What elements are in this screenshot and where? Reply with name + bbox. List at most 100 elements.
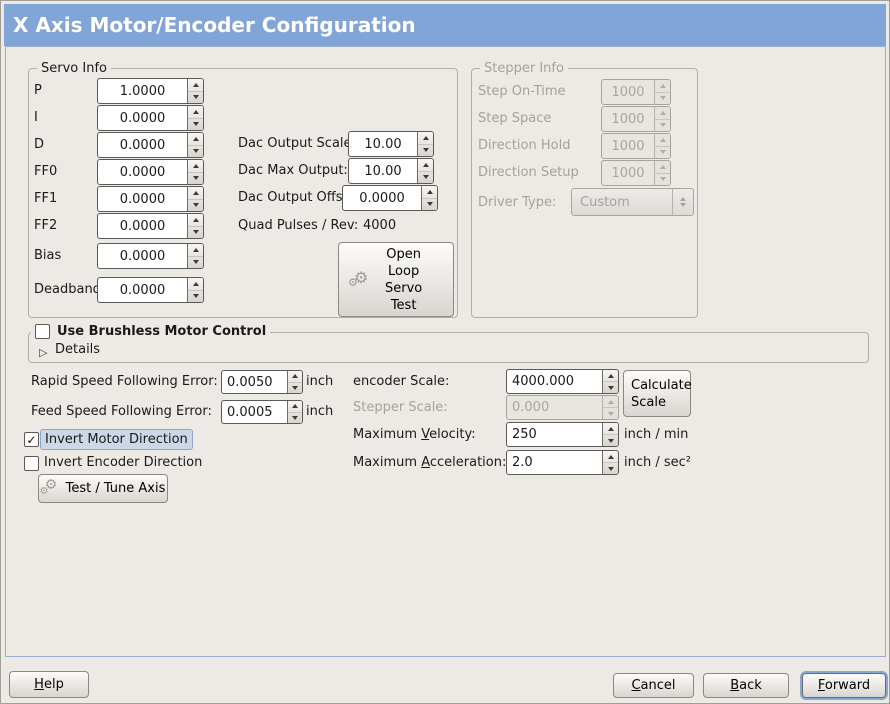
spin-down-icon (426, 202, 433, 207)
spin-up-icon (192, 190, 199, 195)
driver-type-value: Custom (580, 194, 630, 210)
dac-max-output-spinbox[interactable]: 10.00 (348, 158, 434, 184)
dac-output-scale-spinner[interactable] (417, 132, 433, 156)
invert-encoder-direction-checkbox[interactable] (24, 456, 39, 471)
bias-spinner[interactable] (187, 244, 203, 268)
spin-up-icon (422, 162, 429, 167)
driver-type-combobox: Custom (571, 188, 694, 216)
p-label: P (34, 83, 42, 98)
spin-down-icon (292, 385, 298, 390)
bias-value: 0.0000 (119, 248, 166, 264)
rapid-following-error-label: Rapid Speed Following Error: (31, 374, 218, 389)
step-on-time-spinbox: 1000 (601, 79, 671, 105)
dac-output-offset-value: 0.0000 (359, 190, 405, 206)
direction-hold-label: Direction Hold (478, 138, 571, 153)
spin-down-icon (192, 203, 199, 208)
spin-down-icon (607, 438, 614, 443)
back-button[interactable]: Back (703, 673, 789, 698)
content-panel: Servo Info P 1.0000 I 0.0000 D 0.0000 FF… (5, 46, 886, 657)
i-label: I (34, 110, 38, 125)
dac-output-offset-spinner[interactable] (421, 186, 437, 210)
maximum-acceleration-spinbox[interactable]: 2.0 (506, 450, 619, 475)
encoder-scale-value: 4000.000 (512, 374, 575, 389)
ff1-spinbox[interactable]: 0.0000 (97, 186, 204, 212)
p-spinner[interactable] (187, 79, 203, 103)
dac-output-offset-spinbox[interactable]: 0.0000 (342, 185, 438, 211)
forward-button[interactable]: Forward (800, 671, 888, 700)
spin-down-icon (659, 177, 666, 182)
ff2-spinner[interactable] (187, 214, 203, 238)
direction-hold-value: 1000 (611, 138, 645, 154)
combo-arrows-icon (672, 189, 693, 215)
step-space-value: 1000 (611, 111, 645, 127)
dac-output-scale-spinbox[interactable]: 10.00 (348, 131, 434, 157)
details-expander-label[interactable]: Details (55, 342, 101, 357)
help-button[interactable]: Help (9, 671, 89, 698)
spin-up-icon (192, 109, 199, 114)
test-tune-axis-button[interactable]: ⚙ ⚙ Test / Tune Axis (38, 474, 168, 503)
stepper-scale-label: Stepper Scale: (353, 400, 448, 415)
spin-up-icon (192, 163, 199, 168)
dac-output-offset-label: Dac Output Offset: (238, 190, 360, 205)
expander-arrow-icon[interactable]: ▷ (39, 346, 48, 359)
i-spinner[interactable] (187, 106, 203, 130)
spin-up-icon (192, 281, 199, 286)
ff0-spinbox[interactable]: 0.0000 (97, 159, 204, 185)
ff1-spinner[interactable] (187, 187, 203, 211)
ff2-value: 0.0000 (119, 218, 166, 234)
rapid-following-error-unit: inch (306, 374, 334, 389)
d-spinbox[interactable]: 0.0000 (97, 132, 204, 158)
maximum-acceleration-label: Maximum Acceleration: (353, 455, 507, 470)
calculate-scale-button[interactable]: Calculate Scale (623, 370, 692, 417)
back-button-label: Back (730, 678, 762, 693)
stepper-scale-value: 0.000 (512, 400, 550, 415)
ff0-spinner[interactable] (187, 160, 203, 184)
invert-motor-direction-checkbox[interactable]: ✓ (24, 432, 39, 447)
spin-down-icon (422, 148, 429, 153)
deadband-spinbox[interactable]: 0.0000 (97, 277, 204, 303)
step-space-label: Step Space (478, 111, 552, 126)
servo-info-frame: Servo Info (28, 60, 458, 318)
use-brushless-checkbox[interactable] (35, 324, 50, 339)
spin-down-icon (292, 415, 298, 420)
invert-encoder-direction-label[interactable]: Invert Encoder Direction (44, 455, 203, 470)
spin-up-icon (192, 247, 199, 252)
rapid-following-error-spinbox[interactable]: 0.0050 (221, 370, 303, 394)
feed-following-error-spinbox[interactable]: 0.0005 (221, 400, 303, 424)
d-spinner[interactable] (187, 133, 203, 157)
page-title: X Axis Motor/Encoder Configuration (4, 4, 886, 46)
step-space-spinbox: 1000 (601, 106, 671, 132)
open-loop-servo-test-button[interactable]: ⚙ ⚙ Open Loop Servo Test (338, 242, 454, 317)
ff2-spinbox[interactable]: 0.0000 (97, 213, 204, 239)
deadband-spinner[interactable] (187, 278, 203, 302)
stepper-scale-spinbox: 0.000 (506, 395, 619, 420)
spin-down-icon (607, 385, 614, 390)
ff0-value: 0.0000 (119, 164, 166, 180)
feed-following-error-value: 0.0005 (227, 404, 273, 420)
step-on-time-label: Step On-Time (478, 84, 566, 99)
calculate-scale-label: Calculate Scale (631, 377, 692, 410)
deadband-value: 0.0000 (119, 282, 166, 298)
spin-down-icon (607, 411, 614, 416)
spin-up-icon (607, 373, 614, 378)
servo-info-legend: Servo Info (37, 60, 111, 77)
spin-down-icon (192, 230, 199, 235)
checkmark-icon: ✓ (26, 432, 37, 447)
i-spinbox[interactable]: 0.0000 (97, 105, 204, 131)
invert-motor-direction-label[interactable]: Invert Motor Direction (40, 429, 193, 450)
p-spinbox[interactable]: 1.0000 (97, 78, 204, 104)
direction-setup-label: Direction Setup (478, 165, 579, 180)
gears-icon: ⚙ ⚙ (348, 267, 369, 289)
bias-label: Bias (34, 248, 62, 263)
bias-spinbox[interactable]: 0.0000 (97, 243, 204, 269)
quad-pulses-label: Quad Pulses / Rev: (238, 218, 359, 233)
i-value: 0.0000 (119, 110, 166, 126)
spin-up-icon (659, 83, 666, 88)
ff1-label: FF1 (34, 191, 58, 206)
maximum-velocity-spinbox[interactable]: 250 (506, 422, 619, 447)
dac-max-output-spinner[interactable] (417, 159, 433, 183)
encoder-scale-spinbox[interactable]: 4000.000 (506, 369, 619, 394)
spin-down-icon (192, 176, 199, 181)
cancel-button[interactable]: Cancel (613, 673, 694, 698)
